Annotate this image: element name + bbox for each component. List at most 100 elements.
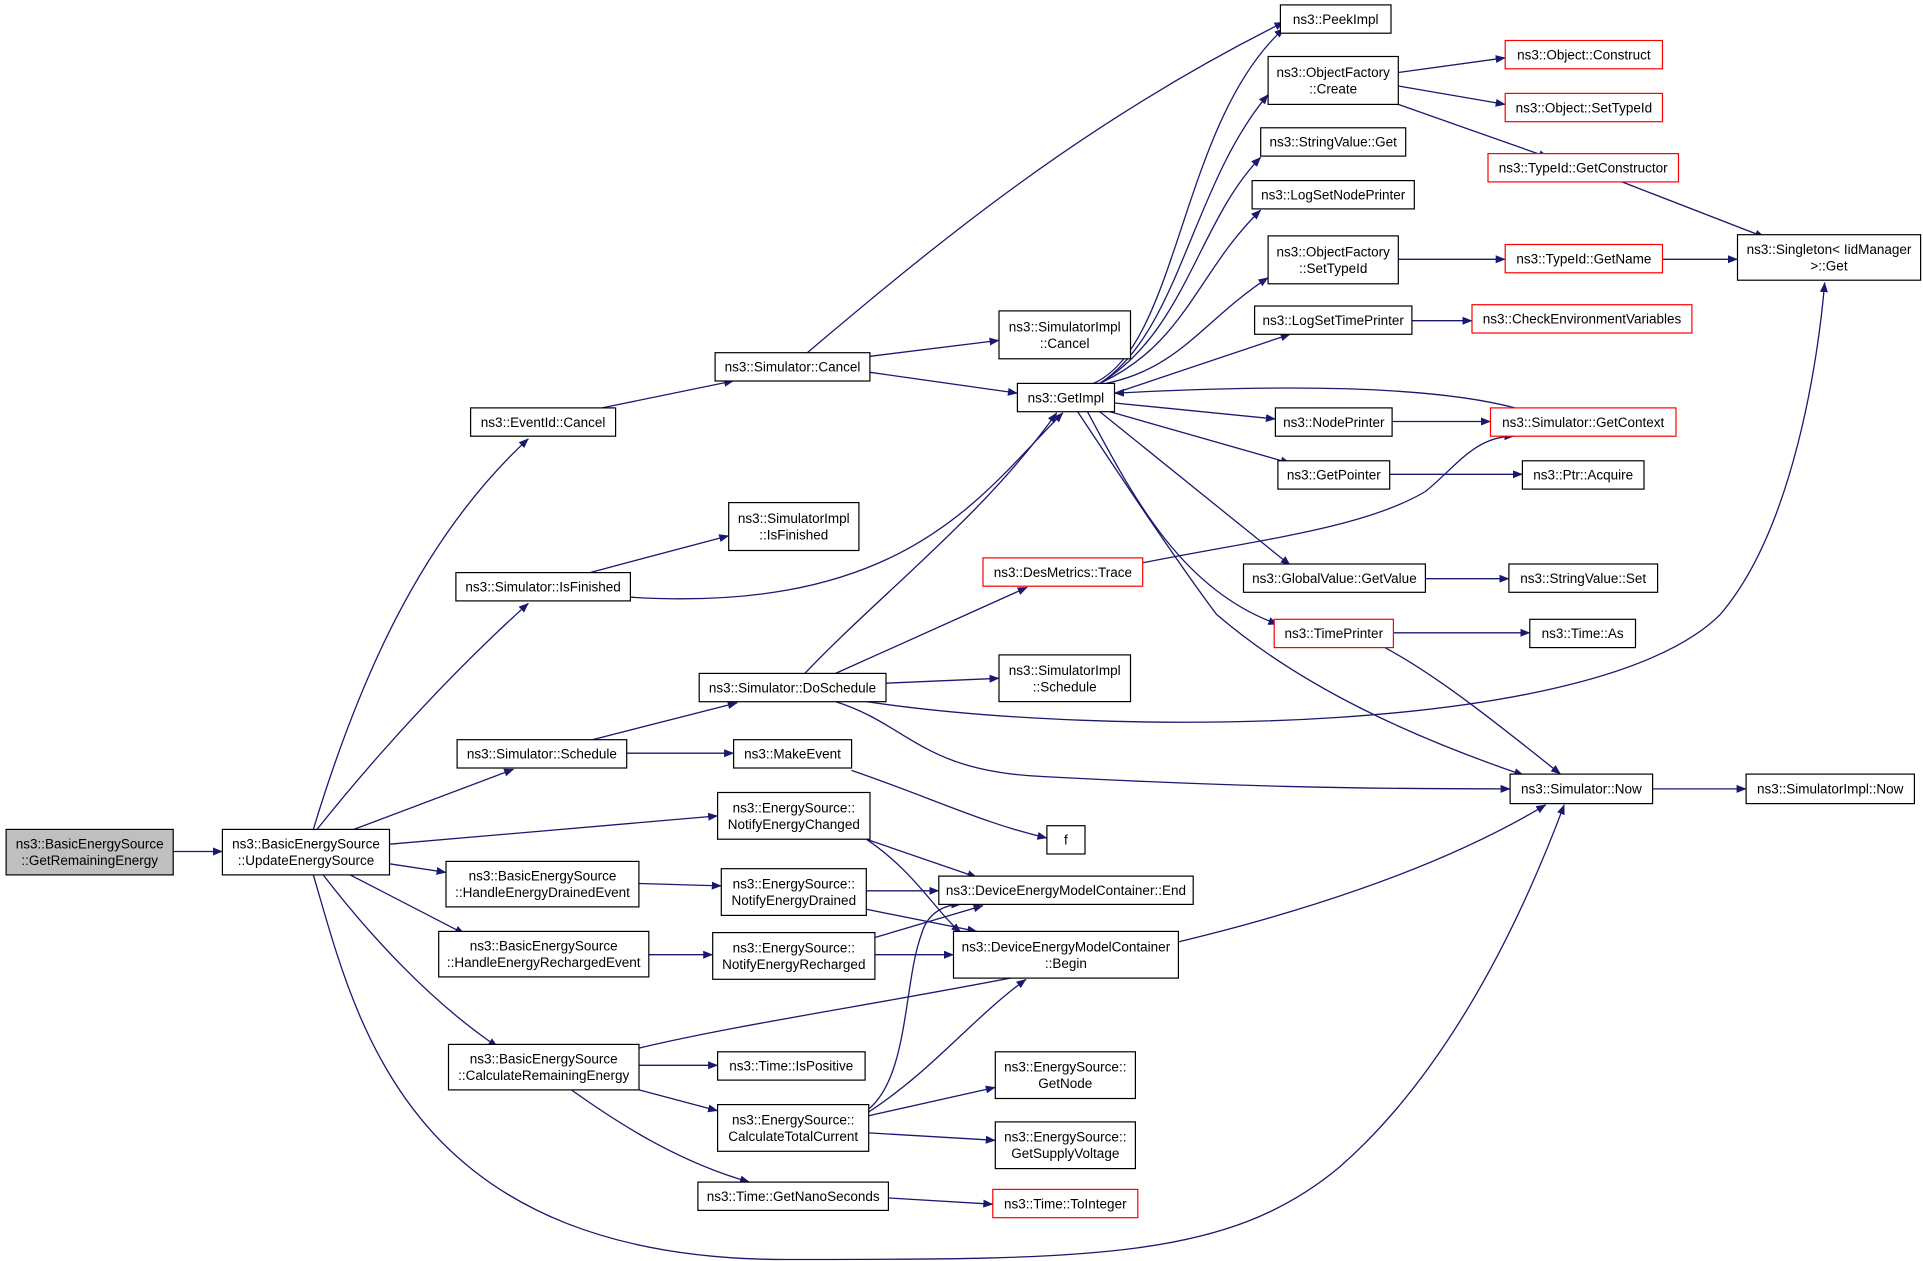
edge-calctot-to-getnode: [868, 1085, 996, 1117]
node-notchg[interactable]: ns3::EnergySource::NotifyEnergyChanged: [716, 791, 871, 840]
node-ispos[interactable]: ns3::Time::IsPositive: [716, 1051, 866, 1081]
node-getnode[interactable]: ns3::EnergySource::GetNode: [994, 1051, 1136, 1100]
node-label: ::GetRemainingEnergy: [21, 853, 158, 868]
node-label: ns3::BasicEnergySource: [16, 837, 164, 852]
node-peek[interactable]: ns3::PeekImpl: [1279, 4, 1392, 34]
node-isfin[interactable]: ns3::Simulator::IsFinished: [455, 571, 631, 602]
node-box: [952, 930, 1179, 979]
node-box: [445, 860, 640, 908]
edge-makeev-to-f: [851, 769, 1048, 840]
node-ofcreate[interactable]: ns3::ObjectFactory::Create: [1267, 55, 1399, 106]
edge-timeprn-to-simnow: [1384, 647, 1561, 775]
node-label: ns3::BasicEnergySource: [470, 939, 618, 954]
edge-destrace-to-getctx: [1142, 432, 1515, 564]
node-makeev[interactable]: ns3::MakeEvent: [732, 739, 853, 769]
node-label: ns3::StringValue::Get: [1270, 135, 1398, 150]
node-f[interactable]: f: [1046, 825, 1086, 855]
node-timeprn[interactable]: ns3::TimePrinter: [1273, 618, 1394, 649]
node-label: ns3::SimulatorImpl::Now: [1757, 782, 1904, 797]
node-dend[interactable]: ns3::DeviceEnergyModelContainer::End: [938, 875, 1194, 905]
node-checkenv[interactable]: ns3::CheckEnvironmentVariables: [1471, 304, 1693, 334]
edge-getimpl-to-lognode: [1099, 209, 1262, 384]
node-box: [1508, 563, 1659, 593]
node-label: ns3::Simulator::GetContext: [1502, 415, 1664, 430]
node-box: [1046, 825, 1086, 855]
node-implsched[interactable]: ns3::SimulatorImpl::Schedule: [998, 654, 1132, 703]
node-box: [1529, 618, 1637, 649]
node-label: ::Create: [1309, 82, 1357, 97]
node-schedule[interactable]: ns3::Simulator::Schedule: [456, 739, 628, 769]
node-calcrem[interactable]: ns3::BasicEnergySource::CalculateRemaini…: [447, 1043, 640, 1091]
node-timeas[interactable]: ns3::Time::As: [1529, 618, 1637, 649]
node-dosched[interactable]: ns3::Simulator::DoSchedule: [698, 672, 887, 703]
node-label: ns3::DeviceEnergyModelContainer::End: [946, 883, 1186, 898]
node-box: [1509, 773, 1654, 805]
node-box: [698, 672, 887, 703]
node-svset[interactable]: ns3::StringValue::Set: [1508, 563, 1659, 593]
node-getptr[interactable]: ns3::GetPointer: [1277, 460, 1391, 490]
node-box: [1277, 460, 1391, 490]
node-tidctor[interactable]: ns3::TypeId::GetConstructor: [1487, 153, 1680, 183]
node-getnano[interactable]: ns3::Time::GetNanoSeconds: [697, 1181, 890, 1211]
edge-getctx-to-getimpl: [1114, 387, 1516, 409]
node-implfin[interactable]: ns3::SimulatorImpl::IsFinished: [728, 502, 860, 552]
edge-simcancel-to-peek: [806, 21, 1285, 354]
node-label: ns3::GetImpl: [1028, 390, 1105, 405]
node-lognode[interactable]: ns3::LogSetNodePrinter: [1251, 180, 1415, 210]
node-singleton[interactable]: ns3::Singleton< IidManager >::Get: [1736, 234, 1922, 281]
node-objset[interactable]: ns3::Object::SetTypeId: [1504, 92, 1664, 123]
node-ptracq[interactable]: ns3::Ptr::Acquire: [1521, 460, 1645, 490]
node-label: GetSupplyVoltage: [1011, 1146, 1119, 1161]
node-tidname[interactable]: ns3::TypeId::GetName: [1504, 243, 1664, 274]
node-box: [697, 1181, 890, 1211]
edge-isfin-to-implfin: [589, 534, 730, 574]
node-calctot[interactable]: ns3::EnergySource::CalculateTotalCurrent: [716, 1103, 870, 1152]
edge-getimpl-to-svget: [1099, 156, 1262, 384]
node-notdrn[interactable]: ns3::EnergySource::NotifyEnergyDrained: [720, 868, 867, 917]
node-box: [720, 868, 867, 917]
node-root[interactable]: ns3::BasicEnergySource::GetRemainingEner…: [5, 828, 174, 876]
node-svget[interactable]: ns3::StringValue::Get: [1260, 127, 1407, 157]
node-box: [1274, 407, 1393, 437]
node-label: ::SetTypeId: [1299, 261, 1367, 276]
node-label: NotifyEnergyChanged: [728, 817, 860, 832]
node-notrch[interactable]: ns3::EnergySource::NotifyEnergyRecharged: [712, 931, 876, 980]
node-box: [1521, 460, 1645, 490]
node-nodeprn[interactable]: ns3::NodePrinter: [1274, 407, 1393, 437]
node-box: [1504, 39, 1664, 70]
node-objcons[interactable]: ns3::Object::Construct: [1504, 39, 1664, 70]
node-getvolt[interactable]: ns3::EnergySource::GetSupplyVoltage: [994, 1121, 1136, 1170]
edge-dosched-to-destrace: [835, 586, 1028, 674]
node-box: [1745, 773, 1915, 805]
node-label: ns3::TypeId::GetName: [1516, 252, 1651, 267]
node-box: [1267, 55, 1399, 106]
node-simnow[interactable]: ns3::Simulator::Now: [1509, 773, 1654, 805]
node-ofset[interactable]: ns3::ObjectFactory::SetTypeId: [1267, 235, 1399, 285]
node-label: ns3::DeviceEnergyModelContainer: [962, 939, 1171, 954]
node-getctx[interactable]: ns3::Simulator::GetContext: [1489, 407, 1677, 437]
node-evcancel[interactable]: ns3::EventId::Cancel: [470, 407, 617, 437]
node-label: ::CalculateRemainingEnergy: [458, 1068, 629, 1083]
node-destrace[interactable]: ns3::DesMetrics::Trace: [982, 557, 1144, 587]
node-box: [1504, 243, 1664, 274]
node-dbegin[interactable]: ns3::DeviceEnergyModelContainer::Begin: [952, 930, 1179, 979]
node-label: ns3::BasicEnergySource: [470, 1052, 618, 1067]
node-update[interactable]: ns3::BasicEnergySource::UpdateEnergySour…: [221, 828, 391, 876]
node-getimpl[interactable]: ns3::GetImpl: [1016, 382, 1116, 413]
node-box: [1251, 180, 1415, 210]
node-hdrained[interactable]: ns3::BasicEnergySource::HandleEnergyDrai…: [445, 860, 640, 908]
node-implcancel[interactable]: ns3::SimulatorImpl::Cancel: [998, 310, 1132, 360]
node-simcancel[interactable]: ns3::Simulator::Cancel: [714, 352, 871, 382]
node-label: ns3::Simulator::Now: [1521, 782, 1642, 797]
edge-notchg-to-dend: [866, 838, 978, 878]
node-hrech[interactable]: ns3::BasicEnergySource::HandleEnergyRech…: [438, 930, 650, 978]
node-label: ns3::TypeId::GetConstructor: [1499, 161, 1668, 176]
node-logtime[interactable]: ns3::LogSetTimePrinter: [1253, 305, 1413, 335]
node-gvget[interactable]: ns3::GlobalValue::GetValue: [1242, 563, 1426, 593]
node-box: [728, 502, 860, 552]
node-toint[interactable]: ns3::Time::ToInteger: [992, 1188, 1139, 1219]
edge-notrch-to-dend: [874, 904, 984, 939]
node-implnow[interactable]: ns3::SimulatorImpl::Now: [1745, 773, 1915, 805]
node-label: ns3::GetPointer: [1287, 468, 1381, 483]
node-label: ns3::PeekImpl: [1293, 12, 1379, 27]
